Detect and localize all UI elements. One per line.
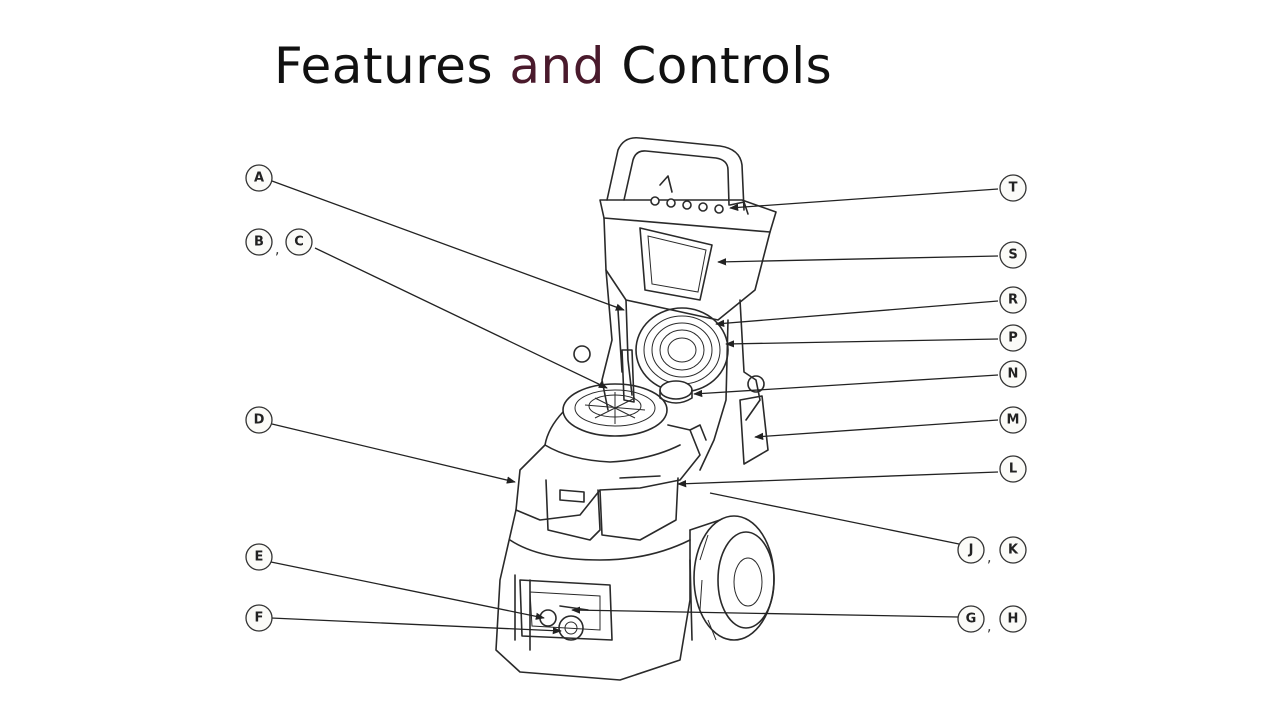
- leader-N: [693, 374, 999, 398]
- svg-text:B: B: [254, 235, 264, 250]
- separator-jk: ,: [987, 550, 991, 566]
- svg-text:C: C: [294, 235, 304, 250]
- callout-H: H: [999, 605, 1027, 633]
- title-part-1: Features: [274, 37, 510, 95]
- hose-reel: [635, 307, 729, 393]
- leader-L: [677, 471, 999, 488]
- callout-E: E: [245, 543, 273, 571]
- svg-text:D: D: [254, 413, 265, 428]
- svg-text:R: R: [1008, 293, 1018, 308]
- leader-M: [754, 419, 999, 441]
- callout-S: S: [999, 241, 1027, 269]
- svg-text:H: H: [1008, 612, 1019, 627]
- svg-text:G: G: [966, 612, 977, 627]
- separator-bc: ,: [275, 242, 279, 258]
- leader-S: [717, 255, 999, 266]
- pressure-washer-illustration: [495, 136, 777, 681]
- svg-text:P: P: [1008, 331, 1018, 346]
- svg-text:N: N: [1008, 367, 1019, 382]
- page-title: Features and Controls: [274, 30, 832, 102]
- svg-text:E: E: [255, 550, 264, 565]
- engine: [515, 383, 707, 541]
- callout-N: N: [999, 360, 1027, 388]
- callout-C: C: [285, 228, 313, 256]
- leader-G: [571, 606, 959, 618]
- svg-text:F: F: [255, 611, 264, 626]
- callout-F: F: [245, 604, 273, 632]
- callout-K: K: [999, 536, 1027, 564]
- leader-R: [715, 300, 999, 327]
- callout-B: B: [245, 228, 273, 256]
- leader-T: [729, 188, 999, 212]
- svg-text:J: J: [968, 543, 974, 558]
- callout-R: R: [999, 286, 1027, 314]
- leader-A: [271, 180, 625, 311]
- leader-P: [725, 338, 999, 348]
- callout-A: A: [245, 164, 273, 192]
- wheel: [689, 515, 775, 641]
- leader-J: [709, 492, 960, 545]
- callout-P: P: [999, 324, 1027, 352]
- svg-text:L: L: [1009, 462, 1017, 477]
- svg-text:T: T: [1009, 181, 1018, 196]
- svg-text:S: S: [1008, 248, 1017, 263]
- callout-G: G: [957, 605, 985, 633]
- title-accent: and: [509, 37, 605, 95]
- nozzle-set: [650, 196, 724, 214]
- separator-gh: ,: [987, 619, 991, 635]
- base-housing: [495, 509, 693, 681]
- leader-C: [314, 247, 608, 389]
- callout-M: M: [999, 406, 1027, 434]
- svg-text:A: A: [254, 171, 264, 186]
- callout-J: J: [957, 536, 985, 564]
- callout-D: D: [245, 406, 273, 434]
- callout-L: L: [999, 455, 1027, 483]
- title-part-2: Controls: [604, 37, 833, 95]
- svg-text:K: K: [1008, 543, 1019, 558]
- leader-lines: [270, 180, 999, 635]
- fuel-cap: [659, 380, 693, 404]
- leader-D: [271, 423, 516, 484]
- callout-T: T: [999, 174, 1027, 202]
- leader-F: [270, 617, 562, 635]
- leader-E: [270, 561, 545, 620]
- svg-text:M: M: [1007, 413, 1020, 428]
